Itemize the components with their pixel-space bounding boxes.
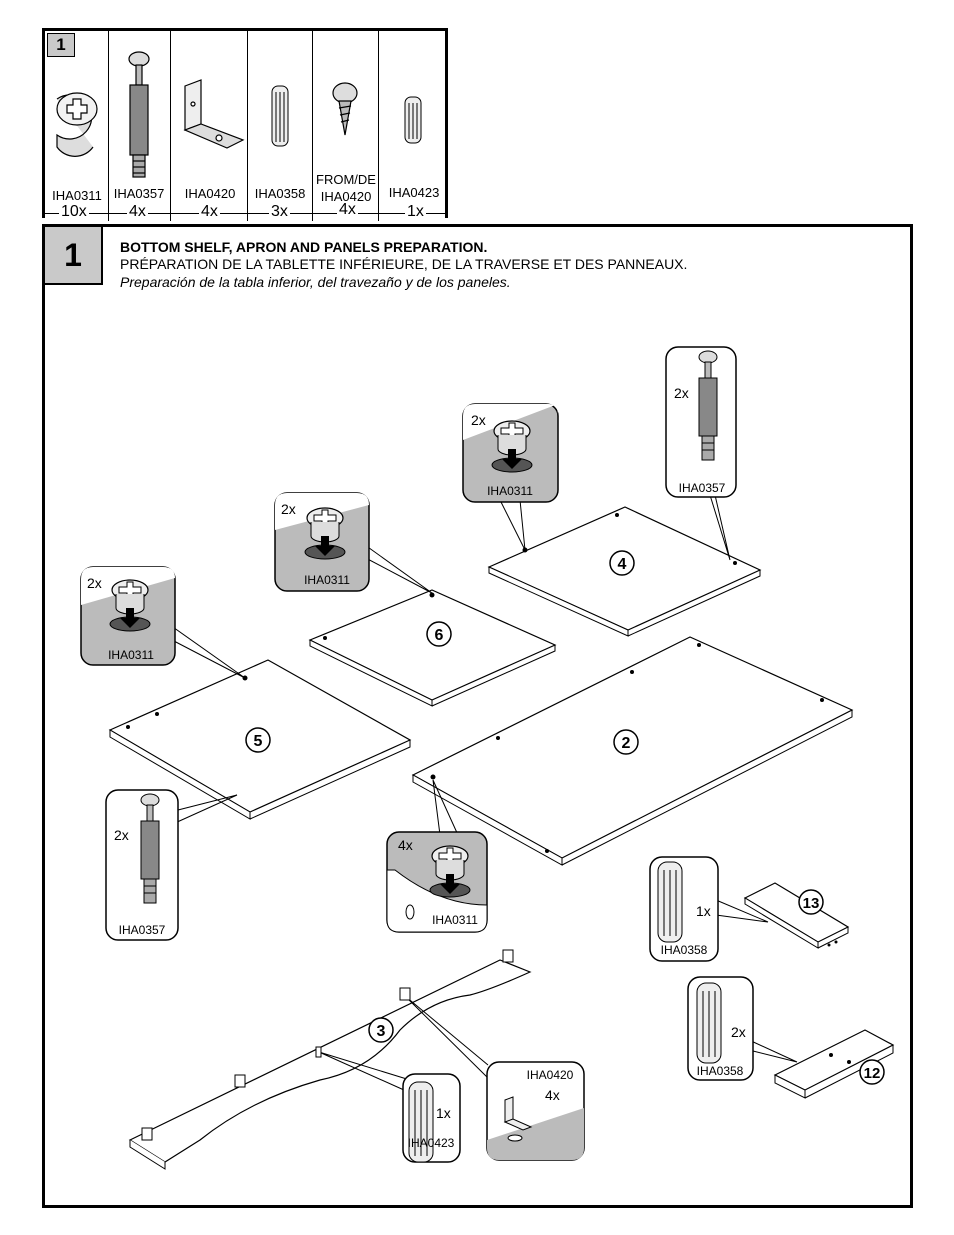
column-divider xyxy=(247,31,248,221)
part-code: IHA0311 xyxy=(52,188,102,203)
small-dowel-icon xyxy=(404,96,422,144)
panel-number-6: 6 xyxy=(426,621,452,647)
callout-apron-bracket: IHA0420 4x xyxy=(486,1061,585,1161)
callout-panel6-cam: 2x IHA0311 xyxy=(274,492,370,592)
callout-qty: 4x xyxy=(545,1087,560,1103)
parts-icons xyxy=(56,51,422,178)
callout-code: IHA0357 xyxy=(679,481,726,495)
callout-apron-dowel: 1x IHA0423 xyxy=(402,1073,461,1163)
panel-number-4: 4 xyxy=(609,550,635,576)
callout-panel13-dowel: 1x IHA0358 xyxy=(649,856,719,962)
column-divider xyxy=(312,31,313,221)
panel-number-text: 4 xyxy=(618,556,627,573)
panel-number-text: 13 xyxy=(803,895,820,912)
callout-code: IHA0311 xyxy=(487,484,533,498)
panel-number-2: 2 xyxy=(613,729,639,755)
column-divider xyxy=(170,31,171,221)
callout-qty: 2x xyxy=(281,501,296,517)
panel-number-text: 5 xyxy=(254,733,263,750)
panel-12 xyxy=(773,1029,895,1099)
parts-list: 1 xyxy=(42,28,448,221)
callout-qty: 4x xyxy=(398,837,413,853)
callout-panel4-cam: 2x IHA0311 xyxy=(462,403,559,503)
callout-panel12-dowel: 2x IHA0358 xyxy=(687,976,754,1081)
callout-qty: 2x xyxy=(731,1024,746,1040)
panel-13 xyxy=(743,882,850,949)
callout-qty: 1x xyxy=(696,903,711,919)
step-title-es: Preparación de la tabla inferior, del tr… xyxy=(120,274,511,290)
part-code: IHA0420 xyxy=(184,186,236,201)
drill-holes xyxy=(126,513,851,1064)
leader-lines xyxy=(169,494,798,1091)
column-divider xyxy=(108,31,109,221)
callout-panel2-cam: 4x IHA0311 xyxy=(386,831,488,933)
callout-code: IHA0358 xyxy=(661,943,708,957)
panel-number-text: 6 xyxy=(435,627,444,644)
callout-code: IHA0358 xyxy=(697,1064,744,1078)
callout-code: IHA0311 xyxy=(108,648,154,662)
apron-3 xyxy=(128,959,532,1170)
part-qty: 4x xyxy=(199,203,220,221)
step-number: 1 xyxy=(45,227,103,285)
part-code: IHA0423 xyxy=(388,185,440,200)
callout-code: IHA0357 xyxy=(119,923,166,937)
callout-qty: 2x xyxy=(471,412,486,428)
cam-bolt-icon xyxy=(128,51,150,178)
callout-panel5-cam: 2x IHA0311 xyxy=(80,566,176,666)
part-qty: 4x xyxy=(127,203,148,221)
panel-number-text: 12 xyxy=(864,1065,881,1082)
l-bracket-icon xyxy=(183,79,245,149)
cam-lock-icon xyxy=(56,92,98,157)
part-code: IHA0357 xyxy=(113,186,165,201)
part-qty: 4x xyxy=(337,201,358,219)
part-code: IHA0420 xyxy=(320,189,372,204)
step-panel: 1 BOTTOM SHELF, APRON AND PANELS PREPARA… xyxy=(42,224,913,1208)
panel-number-text: 2 xyxy=(622,735,631,752)
callout-code: IHA0311 xyxy=(432,913,478,927)
dowel-icon xyxy=(271,85,289,147)
panel-number-text: 3 xyxy=(377,1023,386,1040)
part-code-line1: FROM/DE xyxy=(316,172,376,187)
step-title-fr: PRÉPARATION DE LA TABLETTE INFÉRIEURE, D… xyxy=(120,256,688,272)
screw-icon xyxy=(332,82,358,136)
panel-number-13: 13 xyxy=(798,889,824,915)
quantity-line xyxy=(45,213,448,214)
callout-qty: 2x xyxy=(114,827,129,843)
panel-6 xyxy=(308,589,557,707)
callout-panel5-bolt: 2x IHA0357 xyxy=(105,789,179,941)
apron-brackets xyxy=(141,949,514,1141)
part-code: IHA0358 xyxy=(254,186,306,201)
part-qty: 10x xyxy=(59,203,89,221)
panel-number-3: 3 xyxy=(368,1017,394,1043)
callout-panel4-bolt: 2x IHA0357 xyxy=(665,346,737,498)
callout-qty: 1x xyxy=(436,1105,451,1121)
panel-number-5: 5 xyxy=(245,727,271,753)
callout-code: IHA0423 xyxy=(408,1136,455,1150)
column-divider xyxy=(378,31,379,221)
callout-code: IHA0420 xyxy=(527,1068,574,1082)
panel-number-12: 12 xyxy=(859,1059,885,1085)
callout-qty: 2x xyxy=(674,385,689,401)
part-qty: 3x xyxy=(269,203,290,221)
step-title-en: BOTTOM SHELF, APRON AND PANELS PREPARATI… xyxy=(120,239,488,255)
parts-step-number: 1 xyxy=(47,33,75,57)
callout-code: IHA0311 xyxy=(304,573,350,587)
callout-qty: 2x xyxy=(87,575,102,591)
part-qty: 1x xyxy=(405,203,426,221)
